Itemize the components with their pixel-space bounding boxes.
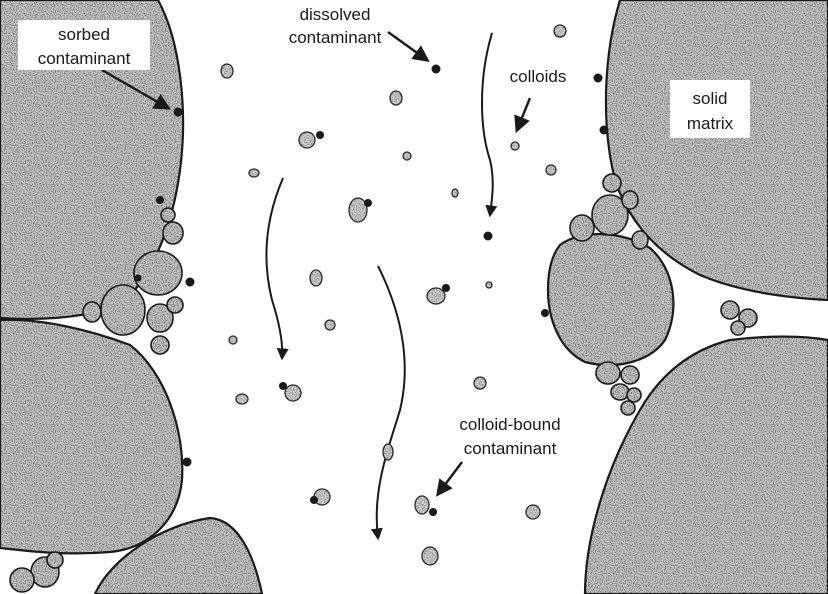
small-grain: [632, 231, 648, 249]
small-grain: [151, 336, 169, 354]
small-grain: [83, 302, 101, 322]
sorbed-contaminant-dots: [135, 74, 609, 467]
colloid: [403, 152, 411, 160]
flow-arrow: [266, 178, 283, 358]
colloid: [474, 377, 486, 389]
small-grain: [47, 552, 63, 568]
small-grain: [731, 321, 745, 335]
colloid: [452, 189, 458, 197]
colloid: [422, 547, 438, 565]
bound-dot: [316, 131, 324, 139]
sorbed-dot: [183, 458, 192, 467]
colloid: [415, 496, 429, 514]
bound-dot: [429, 508, 437, 516]
colloid: [236, 394, 248, 404]
dissolved-dot: [484, 232, 493, 241]
grain-mid-right: [548, 234, 673, 365]
flow-arrow: [377, 266, 405, 538]
label-colloid-bound-line2: contaminant: [464, 439, 557, 458]
sorbed-dot: [186, 278, 195, 287]
label-dissolved-line1: dissolved: [300, 5, 371, 24]
colloid: [383, 444, 393, 460]
small-grain: [603, 174, 621, 192]
colloid: [546, 165, 556, 175]
colloid: [511, 142, 519, 150]
small-grain: [10, 568, 34, 592]
label-sorbed-line2: contaminant: [38, 49, 131, 68]
label-solid-matrix-line2: matrix: [687, 114, 734, 133]
colloid: [526, 505, 540, 519]
sorbed-dot: [541, 309, 549, 317]
small-grain: [596, 362, 620, 384]
bound-dot: [364, 199, 372, 207]
colloid: [249, 169, 259, 177]
small-grain: [621, 366, 639, 384]
colloid: [486, 282, 492, 288]
label-solid-matrix-line1: solid: [693, 89, 728, 108]
grain-mid-left: [0, 320, 182, 554]
small-grain: [101, 285, 145, 335]
colloid: [229, 336, 237, 344]
sorbed-dot: [135, 275, 142, 282]
small-grain: [570, 215, 594, 241]
flow-arrow: [482, 33, 493, 215]
small-grain: [161, 208, 175, 222]
bound-dot: [310, 496, 318, 504]
colloid: [299, 132, 315, 148]
colloid: [325, 320, 335, 330]
flow-arrows: [266, 33, 492, 538]
sorbed-dot: [600, 126, 609, 135]
colloid: [285, 385, 301, 401]
pointer-dissolved: [388, 32, 427, 60]
colloids: [221, 25, 566, 565]
label-dissolved-line2: contaminant: [289, 28, 382, 47]
label-sorbed-line1: sorbed: [58, 25, 110, 44]
colloid: [554, 25, 566, 37]
small-grain: [622, 191, 638, 209]
small-grain: [611, 384, 629, 400]
colloid: [221, 64, 233, 78]
pointer-colloids: [517, 98, 530, 130]
bound-dot: [442, 284, 450, 292]
colloid: [427, 288, 445, 304]
label-colloid-bound-line1: colloid-bound: [459, 415, 560, 434]
colloid: [390, 91, 402, 105]
sorbed-dot: [156, 196, 164, 204]
small-grain: [167, 297, 183, 313]
label-colloids: colloids: [510, 67, 567, 86]
sorbed-dot: [594, 74, 603, 83]
small-grain: [134, 251, 182, 295]
bound-dot: [279, 382, 287, 390]
pointer-colloid-bound: [438, 462, 462, 494]
small-grain: [721, 301, 739, 319]
small-grain: [163, 222, 183, 244]
sorbed-dot: [174, 108, 183, 117]
colloid: [310, 270, 322, 286]
dissolved-dot: [432, 65, 441, 74]
small-grain: [621, 401, 635, 415]
small-grain: [627, 388, 641, 402]
